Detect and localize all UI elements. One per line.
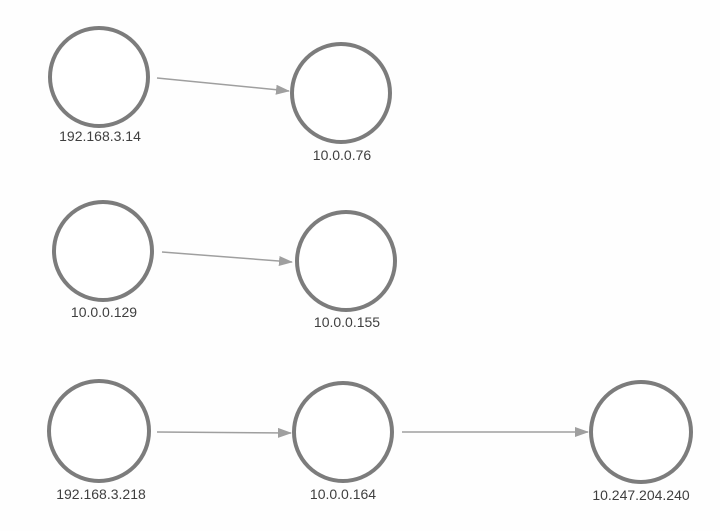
edge-arrow: [156, 427, 292, 438]
node-label: 10.0.0.164: [310, 486, 376, 502]
node-label: 10.0.0.155: [314, 314, 380, 330]
edge-arrow: [161, 251, 293, 266]
node-label: 10.0.0.76: [313, 147, 372, 163]
node-circle: [52, 200, 154, 302]
node-circle: [47, 379, 151, 483]
graph-node: 192.168.3.14: [48, 26, 150, 144]
node-label: 192.168.3.14: [59, 128, 141, 144]
graph-node: 10.0.0.164: [292, 381, 394, 502]
node-circle: [589, 380, 693, 484]
node-circle: [48, 26, 150, 128]
node-circle: [290, 42, 392, 144]
node-label: 192.168.3.218: [56, 486, 146, 502]
graph-node: 10.0.0.155: [295, 210, 397, 330]
node-label: 10.0.0.129: [71, 304, 137, 320]
graph-node: 10.247.204.240: [589, 380, 693, 503]
graph-node: 192.168.3.218: [47, 379, 151, 502]
node-circle: [295, 210, 397, 312]
graph-node: 10.0.0.76: [290, 42, 392, 163]
node-circle: [292, 381, 394, 483]
edge-arrow: [156, 77, 290, 95]
node-label: 10.247.204.240: [592, 487, 690, 503]
graph-node: 10.0.0.129: [52, 200, 154, 320]
